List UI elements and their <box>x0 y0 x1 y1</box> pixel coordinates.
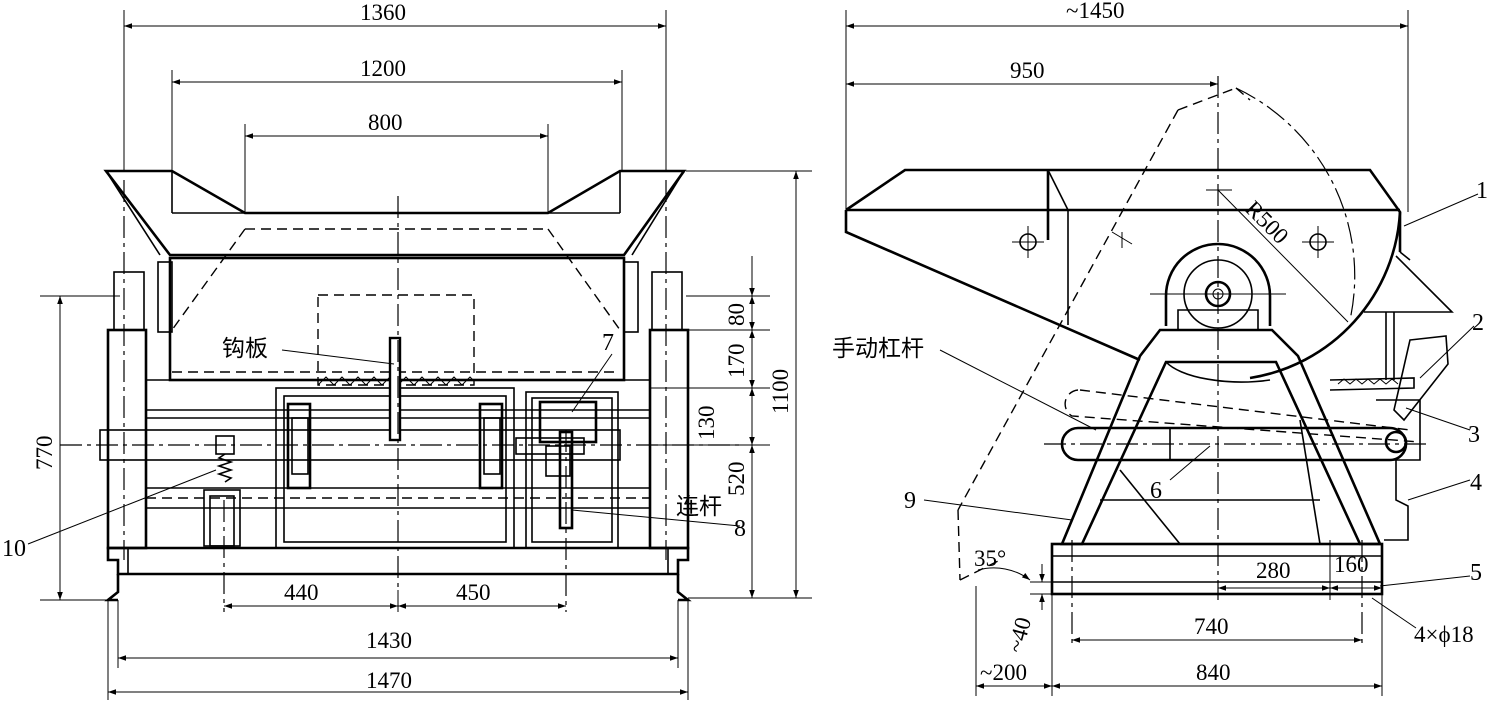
dim-1200: 1200 <box>360 56 406 81</box>
side-view: ~1450 950 R500 280 160 740 840 4×ϕ18 35°… <box>832 0 1488 696</box>
dim-770: 770 <box>32 436 57 471</box>
label-part-4: 4 <box>1470 470 1482 496</box>
side-lever <box>1060 389 1421 462</box>
dim-170: 170 <box>724 344 749 379</box>
dim-1470: 1470 <box>366 668 412 693</box>
dim-800: 800 <box>368 110 403 135</box>
side-dimension-lines <box>846 23 1408 689</box>
dim-950: 950 <box>1010 58 1045 83</box>
label-part-8: 8 <box>734 516 746 542</box>
label-part-3: 3 <box>1468 422 1480 448</box>
label-part-1: 1 <box>1476 178 1488 204</box>
side-hopper <box>844 87 1402 380</box>
label-part-6: 6 <box>1150 478 1162 504</box>
dim-450: 450 <box>456 580 491 605</box>
label-manual-lever: 手动杠杆 <box>832 336 924 362</box>
side-centerlines <box>1044 76 1430 600</box>
dim-520: 520 <box>724 462 749 497</box>
front-centerlines <box>60 180 740 612</box>
dim-angle: 35° <box>974 546 1006 571</box>
label-part-10: 10 <box>2 536 26 562</box>
side-right-parts <box>1329 251 1454 541</box>
dim-holes: 4×ϕ18 <box>1414 622 1474 647</box>
dim-1360: 1360 <box>360 0 406 25</box>
side-a-frame <box>1060 242 1382 546</box>
dim-1430: 1430 <box>366 628 412 653</box>
dim-r500: R500 <box>1240 196 1293 249</box>
front-extension-lines <box>40 10 812 700</box>
dim-740: 740 <box>1194 614 1229 639</box>
dim-280: 280 <box>1256 558 1291 583</box>
label-part-9: 9 <box>904 488 916 514</box>
front-view: 1360 1200 800 440 450 1430 1470 770 80 1… <box>2 0 812 700</box>
dim-80: 80 <box>724 303 749 326</box>
dim-440: 440 <box>284 580 319 605</box>
front-hopper <box>103 169 687 331</box>
dim-840: 840 <box>1196 660 1231 685</box>
dim-1450: ~1450 <box>1066 0 1124 23</box>
label-hook-plate: 钩板 <box>222 336 268 362</box>
label-part-7: 7 <box>602 330 614 356</box>
dim-40: ~40 <box>1003 615 1036 656</box>
dim-200: ~200 <box>980 660 1027 685</box>
label-connecting-rod: 连杆 <box>676 494 722 520</box>
label-part-2: 2 <box>1472 310 1484 336</box>
side-leaders <box>923 193 1479 629</box>
front-dimension-lines <box>57 23 799 695</box>
front-drive <box>99 336 621 549</box>
front-leaders <box>27 349 741 545</box>
front-frame <box>104 271 692 602</box>
dim-160: 160 <box>1334 552 1369 577</box>
side-tilted-chute <box>957 87 1251 581</box>
side-base <box>1050 540 1384 646</box>
dim-1100: 1100 <box>768 369 793 414</box>
dim-130: 130 <box>694 406 719 441</box>
label-part-5: 5 <box>1470 560 1482 586</box>
